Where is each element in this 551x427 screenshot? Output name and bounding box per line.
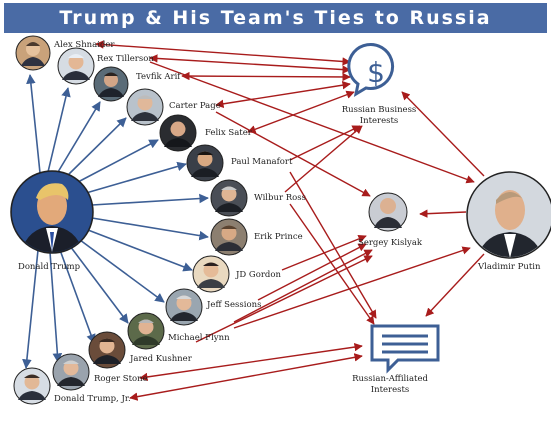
- label-arif: Tevfik Arif: [136, 72, 181, 82]
- diagram-title: Trump & His Team's Ties to Russia: [59, 7, 492, 29]
- label-kushner: Jared Kushner: [130, 354, 192, 364]
- arrow-trump-tillerson: [47, 87, 71, 173]
- title-banner: Trump & His Team's Ties to Russia: [4, 3, 547, 33]
- russia-connections: [95, 40, 485, 401]
- label-sessions: Jeff Sessions: [207, 300, 262, 310]
- label-sater: Felix Sater: [205, 128, 252, 138]
- portrait-flynn: [127, 312, 165, 350]
- arrow-trump-sessions: [79, 239, 165, 303]
- dollar-speech-bubble-icon: $: [347, 42, 395, 98]
- portrait-kislyak: [368, 192, 408, 232]
- label-trump: Donald Trump: [18, 262, 81, 272]
- label-flynn: Michael Flynn: [168, 333, 230, 343]
- arrow-ross-business: [284, 125, 363, 193]
- arrow-page-kislyak: [215, 111, 371, 197]
- arrow-trump-page: [67, 117, 127, 176]
- portrait-trumpjr: [13, 367, 51, 405]
- arrow-flynn-kislyak: [233, 249, 373, 323]
- arrow-putin-business: [401, 91, 485, 177]
- portrait-trump: [10, 170, 94, 254]
- arrow-manafort-affiliated: [289, 171, 377, 319]
- arrow-sessions-kislyak: [257, 243, 367, 301]
- label-business-hub: Russian Business Interests: [341, 105, 417, 126]
- arrow-kushner-kislyak: [195, 255, 373, 343]
- portrait-sessions: [165, 288, 203, 326]
- portrait-putin: [466, 171, 551, 259]
- arrow-gordon-kislyak: [281, 234, 367, 271]
- label-gordon: JD Gordon: [236, 270, 281, 280]
- portrait-ross: [210, 179, 248, 217]
- portrait-sater: [159, 114, 197, 152]
- arrow-putin-kislyak: [419, 209, 467, 218]
- portrait-prince: [210, 218, 248, 256]
- arrow-tillerson-business: [149, 54, 351, 74]
- label-ross: Wilbur Ross: [254, 193, 306, 203]
- trump-connections: [22, 74, 209, 369]
- portrait-manafort: [186, 144, 224, 182]
- arrow-trumpjr-affiliated: [129, 353, 363, 401]
- arrow-trump-arif: [57, 101, 101, 173]
- arrow-trump-flynn: [69, 245, 129, 324]
- arrow-trump-gordon: [87, 229, 193, 272]
- svg-text:$: $: [367, 56, 385, 89]
- arrow-sater-business: [247, 90, 355, 134]
- label-putin: Vladimir Putin: [478, 262, 541, 272]
- label-prince: Erik Prince: [254, 232, 303, 242]
- portrait-gordon: [192, 255, 230, 293]
- portrait-arif: [93, 66, 129, 102]
- label-trumpjr: Donald Trump, Jr.: [54, 394, 131, 404]
- arrow-trump-manafort: [85, 161, 187, 194]
- arrow-trump-kushner: [59, 249, 96, 344]
- label-tillerson: Rex Tillerson: [97, 54, 154, 64]
- text-speech-bubble-icon: [370, 324, 440, 374]
- label-shnaider: Alex Shnaider: [54, 40, 115, 50]
- arrow-ross-affiliated: [289, 203, 375, 325]
- arrow-trump-shnaider: [26, 74, 41, 174]
- arrow-trump-sater: [77, 139, 159, 183]
- arrow-manafort-business: [289, 125, 361, 161]
- arrow-trump-prince: [91, 217, 209, 241]
- arrow-trump-trumpjr: [22, 249, 39, 369]
- portrait-kushner: [88, 331, 126, 369]
- portrait-stone: [52, 353, 90, 391]
- label-stone: Roger Stone: [94, 374, 148, 384]
- arrow-trump-stone: [49, 251, 63, 363]
- portrait-shnaider: [15, 35, 51, 71]
- label-affiliated-hub: Russian-Affiliated Interests: [352, 374, 428, 395]
- label-kislyak: Sergey Kislyak: [358, 238, 423, 248]
- portrait-page: [126, 88, 164, 126]
- label-manafort: Paul Manafort: [231, 157, 293, 167]
- arrow-putin-affiliated: [425, 253, 485, 317]
- arrow-flynn-affiliated: [233, 246, 471, 329]
- label-page: Carter Page: [169, 101, 221, 111]
- portrait-tillerson: [57, 47, 95, 85]
- arrow-arif-business: [181, 71, 351, 82]
- arrow-trump-ross: [91, 193, 209, 206]
